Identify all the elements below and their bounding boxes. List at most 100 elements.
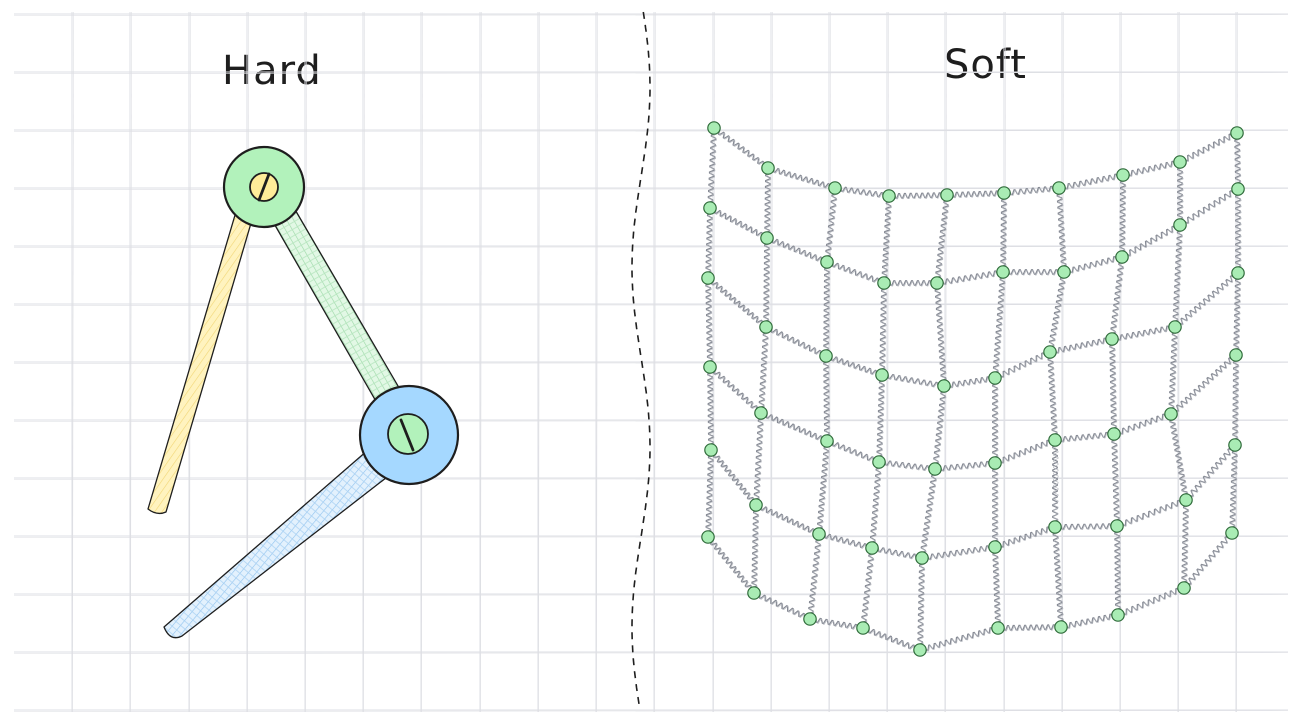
spring-shadow <box>998 625 1062 632</box>
mass-node <box>1048 520 1062 534</box>
spring-shadow <box>1171 355 1237 416</box>
spring-shadow <box>870 462 882 549</box>
spring-shadow <box>752 505 760 594</box>
spring <box>1233 272 1241 356</box>
spring-shadow <box>1186 445 1236 502</box>
spring-shadow <box>995 440 1056 465</box>
spring-shadow <box>922 546 996 561</box>
mass-node <box>1177 581 1191 595</box>
spring <box>869 461 882 549</box>
soft-title: Soft <box>944 42 1027 88</box>
spring-shadow <box>1117 500 1187 528</box>
spring-shadow <box>947 191 1005 199</box>
mass-node <box>1168 320 1182 334</box>
spring-shadow <box>1112 434 1121 527</box>
mass-node <box>1228 438 1242 452</box>
rod-blue <box>163 449 392 639</box>
grid-line <box>13 478 1289 480</box>
mass-node <box>1043 345 1057 359</box>
spring <box>707 536 755 594</box>
spring-shadow <box>827 440 881 464</box>
spring-shadow <box>1184 533 1233 590</box>
spring <box>862 626 921 652</box>
spring-shadow <box>759 327 770 414</box>
spring-shadow <box>1001 193 1008 273</box>
grid-line <box>13 246 1289 248</box>
spring-shadow <box>877 375 886 463</box>
spring-shadow <box>861 548 875 629</box>
mass-node <box>1057 265 1071 279</box>
spring <box>764 167 771 239</box>
spring-shadow <box>764 238 771 328</box>
mass-node <box>1048 433 1062 447</box>
spring <box>826 439 880 464</box>
mass-node <box>865 541 879 555</box>
spring <box>878 459 936 472</box>
spring-shadow <box>995 526 1056 549</box>
spring <box>713 127 769 169</box>
mass-node <box>988 540 1002 554</box>
spring-shadow <box>935 283 947 387</box>
spring <box>1229 444 1238 534</box>
mass-node <box>1173 155 1187 169</box>
spring-shadow <box>880 283 888 376</box>
spring-shadow <box>835 186 890 199</box>
mass-node <box>991 621 1005 635</box>
spring <box>709 207 768 239</box>
spring-shadow <box>879 460 936 472</box>
spring <box>871 545 923 561</box>
spring-shadow <box>825 188 838 263</box>
spring-shadow <box>1110 339 1118 435</box>
spring-shadow <box>766 327 828 358</box>
spring-shadow <box>1057 188 1067 273</box>
mass-node <box>1225 526 1239 540</box>
mass-node <box>1231 266 1245 280</box>
spring-shadow <box>714 128 770 169</box>
mass-node <box>707 121 721 135</box>
mass-node <box>996 265 1010 279</box>
bottom-joint <box>358 384 460 486</box>
spring-shadow <box>1123 161 1181 177</box>
spring-shadow <box>1230 445 1239 534</box>
spring <box>992 377 998 464</box>
spring <box>763 237 770 328</box>
grid-line <box>13 130 1289 132</box>
mass-node <box>1164 407 1178 421</box>
spring <box>992 546 1001 629</box>
mass-node <box>1173 218 1187 232</box>
spring-shadow <box>1122 225 1181 259</box>
mass-node <box>760 231 774 245</box>
spring <box>705 449 714 538</box>
spring <box>710 449 757 506</box>
spring <box>825 354 883 377</box>
spring-shadow <box>1236 189 1242 274</box>
spring <box>826 260 885 285</box>
spring <box>1169 413 1188 501</box>
spring <box>1052 439 1058 528</box>
spring <box>1003 185 1060 196</box>
spring-shadow <box>1178 162 1184 226</box>
spring-shadow <box>1055 524 1118 531</box>
spring <box>707 127 717 209</box>
spring-shadow <box>995 352 1051 380</box>
mass-node <box>704 443 718 457</box>
spring <box>1002 269 1065 275</box>
spring <box>823 261 830 357</box>
mass-node <box>875 368 889 382</box>
spring-shadow <box>1120 175 1127 258</box>
mass-node <box>1231 182 1245 196</box>
mass-node <box>820 255 834 269</box>
spring-shadow <box>1003 270 1065 276</box>
spring-shadow <box>754 413 764 506</box>
background-grid <box>13 11 1289 713</box>
spring-shadow <box>817 441 830 535</box>
mass-node <box>1105 332 1119 346</box>
spring-shadow <box>944 377 996 389</box>
spring-shadow <box>819 533 874 551</box>
spring <box>997 624 1062 631</box>
spring <box>1174 272 1239 328</box>
spring-shadow <box>1059 174 1124 190</box>
mass-node <box>812 527 826 541</box>
grid-line <box>13 420 1289 422</box>
spring-shadow <box>872 547 924 561</box>
